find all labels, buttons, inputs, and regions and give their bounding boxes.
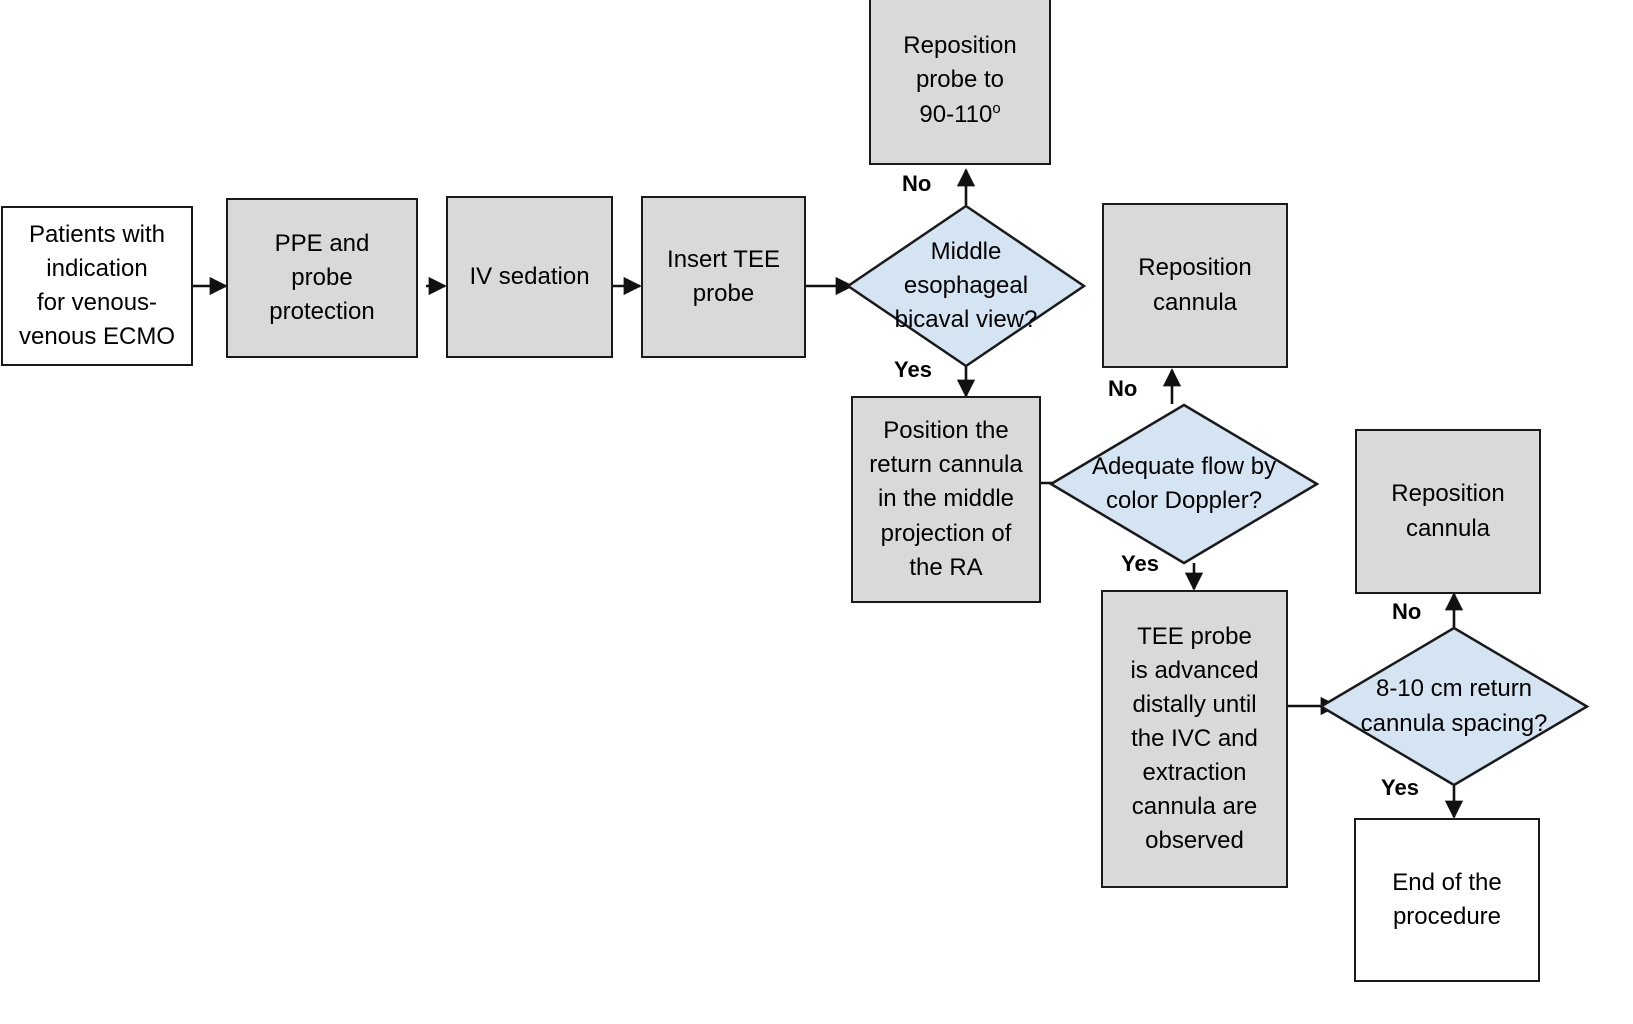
node-label: Reposition cannula — [1138, 254, 1252, 316]
node-iv-sedation[interactable]: IV sedation — [446, 196, 613, 358]
node-label-line-3: 90-110 — [919, 100, 993, 128]
node-label: IV sedation — [469, 262, 590, 290]
node-label: Reposition cannula — [1391, 480, 1505, 542]
node-middle-esophageal-bicaval-view[interactable]: Middle esophageal bicaval view? — [845, 204, 1087, 368]
edge-label-bicaval-no: No — [902, 171, 932, 196]
node-label: TEE probe is advanced distally until the… — [1130, 622, 1259, 855]
node-end-of-the-procedure[interactable]: End of the procedure — [1354, 818, 1540, 982]
node-adequate-flow-by-color-doppler[interactable]: Adequate flow by color Doppler? — [1048, 403, 1320, 565]
node-label-line-1: Reposition — [903, 32, 1017, 60]
node-ppe-and-probe-protection[interactable]: PPE and probe protection — [226, 198, 418, 358]
node-label: Reposition probe to 90-110o — [903, 29, 1016, 131]
node-label-line-2: probe to — [915, 66, 1005, 94]
node-position-return-cannula[interactable]: Position the return cannula in the middl… — [851, 396, 1041, 603]
degree-symbol: o — [992, 100, 1001, 117]
diamond-shape — [845, 204, 1087, 368]
edge-label-flow-yes: Yes — [1121, 551, 1159, 576]
node-insert-tee-probe[interactable]: Insert TEE probe — [641, 196, 806, 358]
node-patients-with-indication[interactable]: Patients with indication for venous- ven… — [1, 206, 193, 366]
edge-label-bicaval-yes: Yes — [894, 357, 932, 382]
edge-label-flow-no: No — [1108, 376, 1138, 401]
node-label: Patients with indication for venous- ven… — [18, 220, 176, 351]
edge-label-spacing-no: No — [1392, 599, 1422, 624]
node-label: Position the return cannula in the middl… — [869, 417, 1023, 581]
diamond-shape — [1048, 403, 1320, 565]
node-reposition-cannula-spacing[interactable]: Reposition cannula — [1355, 429, 1541, 594]
node-label: PPE and probe protection — [269, 229, 375, 326]
diamond-shape — [1318, 626, 1590, 787]
node-reposition-probe-to-90-110[interactable]: Reposition probe to 90-110o — [869, 0, 1051, 165]
edge-label-spacing-yes: Yes — [1381, 775, 1419, 800]
node-8-10-cm-return-cannula-spacing[interactable]: 8-10 cm return cannula spacing? — [1318, 626, 1590, 787]
node-tee-probe-advanced[interactable]: TEE probe is advanced distally until the… — [1101, 590, 1288, 888]
node-reposition-cannula-flow[interactable]: Reposition cannula — [1102, 203, 1288, 368]
node-label: End of the procedure — [1392, 868, 1502, 930]
node-label: Insert TEE probe — [667, 245, 780, 307]
